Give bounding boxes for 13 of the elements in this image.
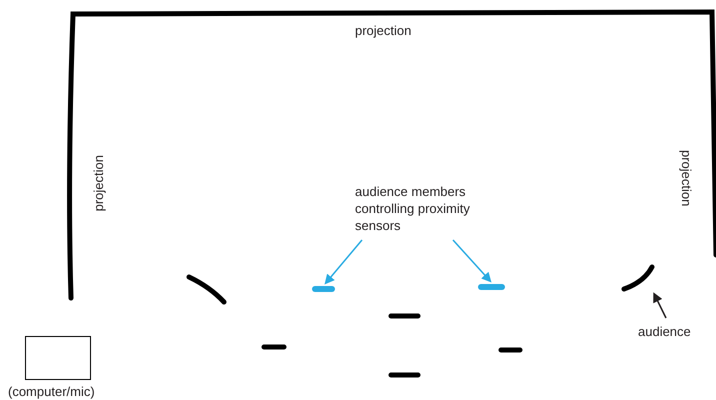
wall-label: projection [355, 22, 412, 39]
computer-station-box [25, 336, 91, 380]
audience-mark [620, 262, 656, 292]
caption-text: audience members controlling proximity sensors [355, 183, 495, 234]
arrow [452, 240, 492, 282]
proximity-sensor-marker [478, 284, 505, 290]
proximity-sensor-marker [312, 286, 335, 292]
wall-label: projection [90, 155, 107, 212]
arrow [324, 240, 363, 285]
arrow [653, 292, 667, 318]
wall-label: projection [678, 150, 695, 206]
caption-text: (computer/mic) [8, 383, 95, 400]
caption-text: audience [638, 323, 708, 340]
